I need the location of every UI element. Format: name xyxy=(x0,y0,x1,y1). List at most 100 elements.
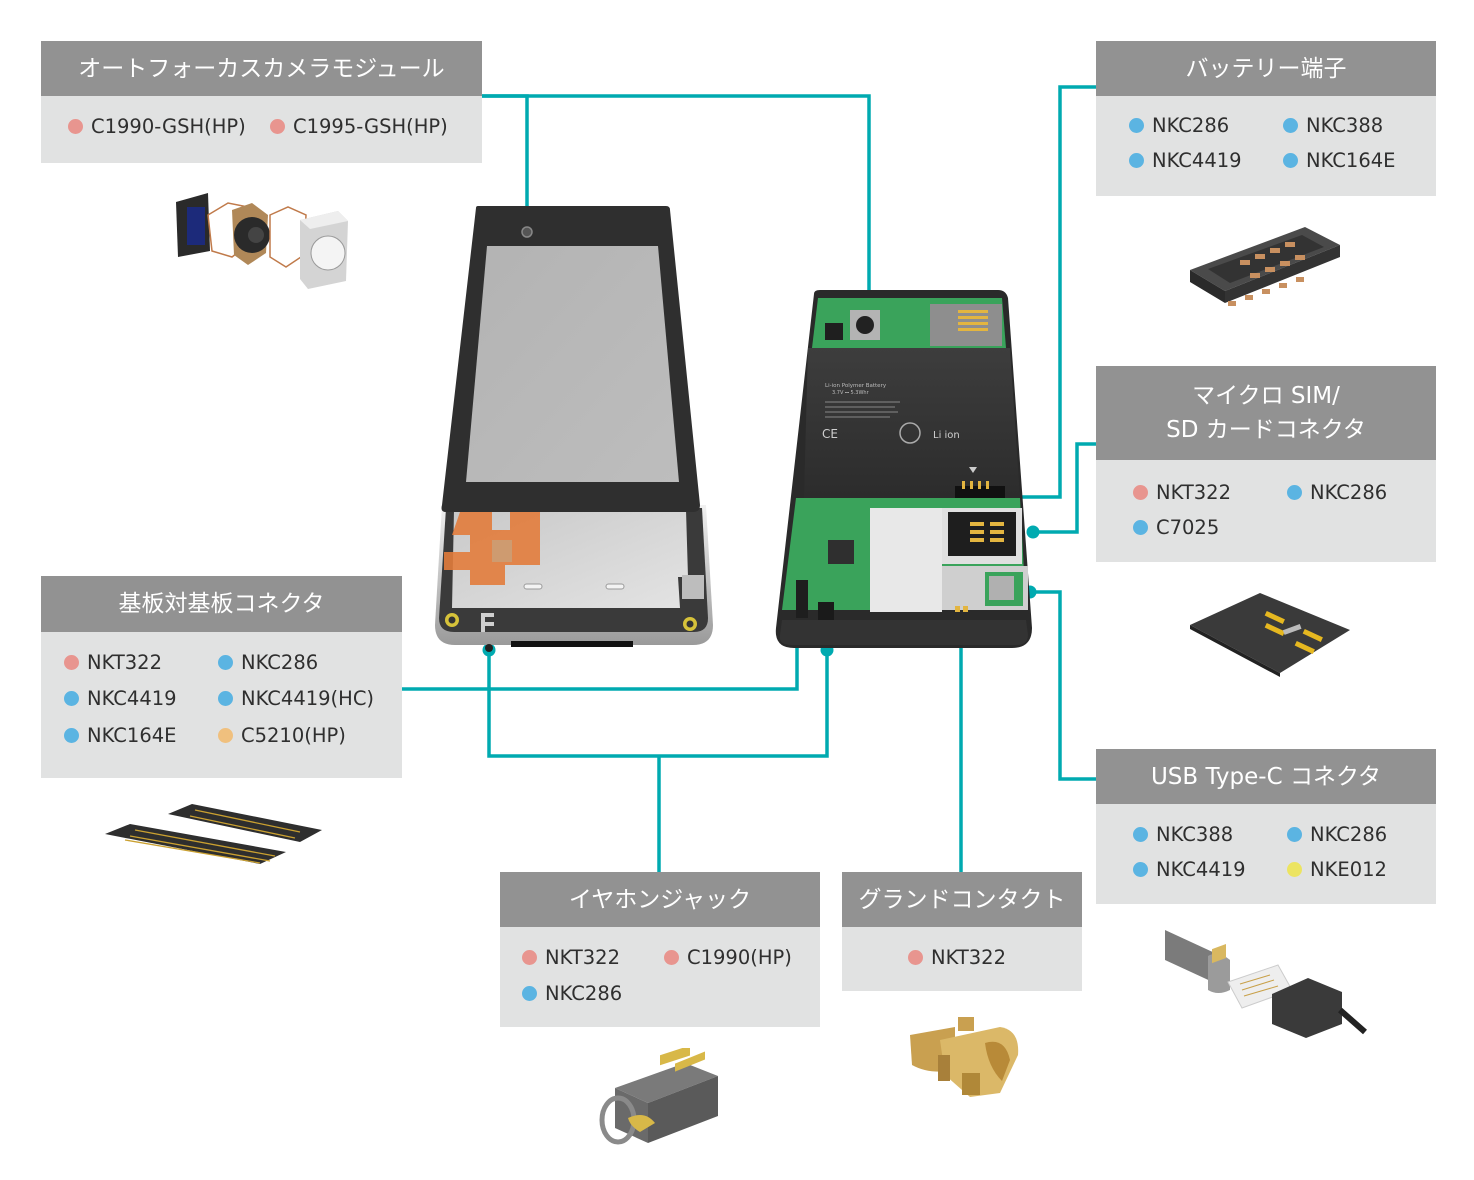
panel-title: 基板対基板コネクタ xyxy=(41,576,402,632)
part-label: C7025 xyxy=(1156,516,1220,539)
earphone-jack-icon xyxy=(599,1048,718,1145)
panel-sim-sd-connector: マイクロ SIM/ SD カードコネクタ NKT322 NKC286 C7025 xyxy=(1096,366,1436,562)
camera-module-icon xyxy=(176,193,348,289)
blue-dot-icon xyxy=(1287,827,1302,842)
part-item[interactable]: NKT322 xyxy=(522,946,620,969)
part-label: C5210(HP) xyxy=(241,724,346,747)
ground-contact-icon xyxy=(910,1017,1019,1097)
line-earphone xyxy=(487,650,829,758)
panel-usb-type-c-connector: USB Type-C コネクタ NKC388 NKC286 NKC4419 NK… xyxy=(1096,749,1436,904)
part-label: NKC286 xyxy=(545,982,623,1005)
part-item[interactable]: NKE012 xyxy=(1287,858,1387,881)
panel-title: マイクロ SIM/ SD カードコネクタ xyxy=(1096,366,1436,460)
part-label: NKC286 xyxy=(1310,823,1388,846)
blue-dot-icon xyxy=(218,655,233,670)
panel-battery-terminal: バッテリー端子 NKC286 NKC388 NKC4419 NKC164E xyxy=(1096,41,1436,196)
front-camera-lens xyxy=(521,226,533,238)
panel-title-line1: マイクロ SIM/ xyxy=(1192,383,1340,409)
part-item[interactable]: NKC4419 xyxy=(1129,149,1242,172)
line-battery xyxy=(1012,85,1097,499)
part-item[interactable]: C1995-GSH(HP) xyxy=(270,115,448,138)
panel-board-to-board-connector: 基板対基板コネクタ NKT322 NKC286 NKC4419 NKC4419(… xyxy=(41,576,402,778)
pink-dot-icon xyxy=(270,119,285,134)
blue-dot-icon xyxy=(218,691,233,706)
blue-dot-icon xyxy=(64,691,79,706)
blue-dot-icon xyxy=(1283,118,1298,133)
part-label: NKC164E xyxy=(1306,149,1396,172)
earphone-hole xyxy=(485,644,493,652)
pink-dot-icon xyxy=(908,950,923,965)
part-item[interactable]: NKC164E xyxy=(64,724,176,747)
rear-camera xyxy=(856,316,874,334)
part-item[interactable]: NKC4419(HC) xyxy=(218,687,374,710)
part-label: NKC388 xyxy=(1156,823,1234,846)
usb-type-c-connector-icon xyxy=(1165,930,1367,1038)
part-item[interactable]: NKC286 xyxy=(1287,481,1387,504)
recycle-icon xyxy=(899,422,921,444)
li-ion-mark: Li ion xyxy=(933,430,960,441)
battery-terminal-icon xyxy=(1190,227,1340,306)
blue-dot-icon xyxy=(1129,153,1144,168)
part-label: NKC286 xyxy=(1310,481,1388,504)
part-item[interactable]: NKC388 xyxy=(1133,823,1233,846)
part-label: NKC286 xyxy=(1152,114,1230,137)
sim-card-connector-icon xyxy=(1190,593,1350,677)
battery-label-spec: 3.7V ⎓ 5.3Whr xyxy=(832,390,870,396)
bottom-port xyxy=(511,641,633,647)
phone-front-illustration xyxy=(435,206,713,652)
yellow-dot-icon xyxy=(1287,862,1302,877)
board-to-board-connector-icon xyxy=(105,804,322,864)
blue-dot-icon xyxy=(1283,153,1298,168)
part-item[interactable]: NKC286 xyxy=(1287,823,1387,846)
part-label: C1995-GSH(HP) xyxy=(293,115,448,138)
pink-dot-icon xyxy=(1133,485,1148,500)
pink-dot-icon xyxy=(664,950,679,965)
anchor-dot-sim xyxy=(1026,525,1040,539)
part-label: NKT322 xyxy=(931,946,1006,969)
part-label: NKE012 xyxy=(1310,858,1387,881)
panel-earphone-jack: イヤホンジャック NKT322 C1990(HP) NKC286 xyxy=(500,872,820,1027)
blue-dot-icon xyxy=(522,986,537,1001)
part-item[interactable]: NKC164E xyxy=(1283,149,1395,172)
panel-title: USB Type-C コネクタ xyxy=(1096,749,1436,804)
part-item[interactable]: NKT322 xyxy=(908,946,1006,969)
part-item[interactable]: NKT322 xyxy=(1133,481,1231,504)
part-item[interactable]: NKC286 xyxy=(218,651,318,674)
blue-dot-icon xyxy=(1129,118,1144,133)
part-label: NKT322 xyxy=(1156,481,1231,504)
panel-title: グランドコンタクト xyxy=(842,872,1082,927)
part-label: C1990-GSH(HP) xyxy=(91,115,246,138)
part-item[interactable]: NKC388 xyxy=(1283,114,1383,137)
panel-title: イヤホンジャック xyxy=(500,872,820,927)
part-label: NKC388 xyxy=(1306,114,1384,137)
part-item[interactable]: NKT322 xyxy=(64,651,162,674)
shield-can xyxy=(870,508,942,612)
panel-title: バッテリー端子 xyxy=(1096,41,1436,96)
part-label: NKT322 xyxy=(87,651,162,674)
pink-dot-icon xyxy=(64,655,79,670)
battery-label-title: Li-ion Polymer Battery xyxy=(825,383,887,389)
part-item[interactable]: C1990-GSH(HP) xyxy=(68,115,246,138)
part-label: NKT322 xyxy=(545,946,620,969)
panel-autofocus-camera: オートフォーカスカメラモジュール C1990-GSH(HP) C1995-GSH… xyxy=(41,41,482,163)
ce-mark: CE xyxy=(822,427,838,441)
part-item[interactable]: C1990(HP) xyxy=(664,946,792,969)
panel-title-line2: SD カードコネクタ xyxy=(1166,417,1366,443)
part-label: NKC4419 xyxy=(1156,858,1246,881)
part-item[interactable]: NKC4419 xyxy=(64,687,177,710)
line-sim xyxy=(1033,442,1097,534)
part-item[interactable]: NKC286 xyxy=(1129,114,1229,137)
part-item[interactable]: NKC286 xyxy=(522,982,622,1005)
part-label: NKC164E xyxy=(87,724,177,747)
phone-back-illustration: Li-ion Polymer Battery 3.7V ⎓ 5.3Whr CE … xyxy=(775,290,1032,648)
part-label: NKC286 xyxy=(241,651,319,674)
part-item[interactable]: C7025 xyxy=(1133,516,1219,539)
blue-dot-icon xyxy=(1133,520,1148,535)
part-item[interactable]: NKC4419 xyxy=(1133,858,1246,881)
pink-dot-icon xyxy=(522,950,537,965)
part-label: NKC4419(HC) xyxy=(241,687,375,710)
pink-dot-icon xyxy=(68,119,83,134)
panel-ground-contact: グランドコンタクト NKT322 xyxy=(842,872,1082,991)
blue-dot-icon xyxy=(1287,485,1302,500)
part-item[interactable]: C5210(HP) xyxy=(218,724,346,747)
